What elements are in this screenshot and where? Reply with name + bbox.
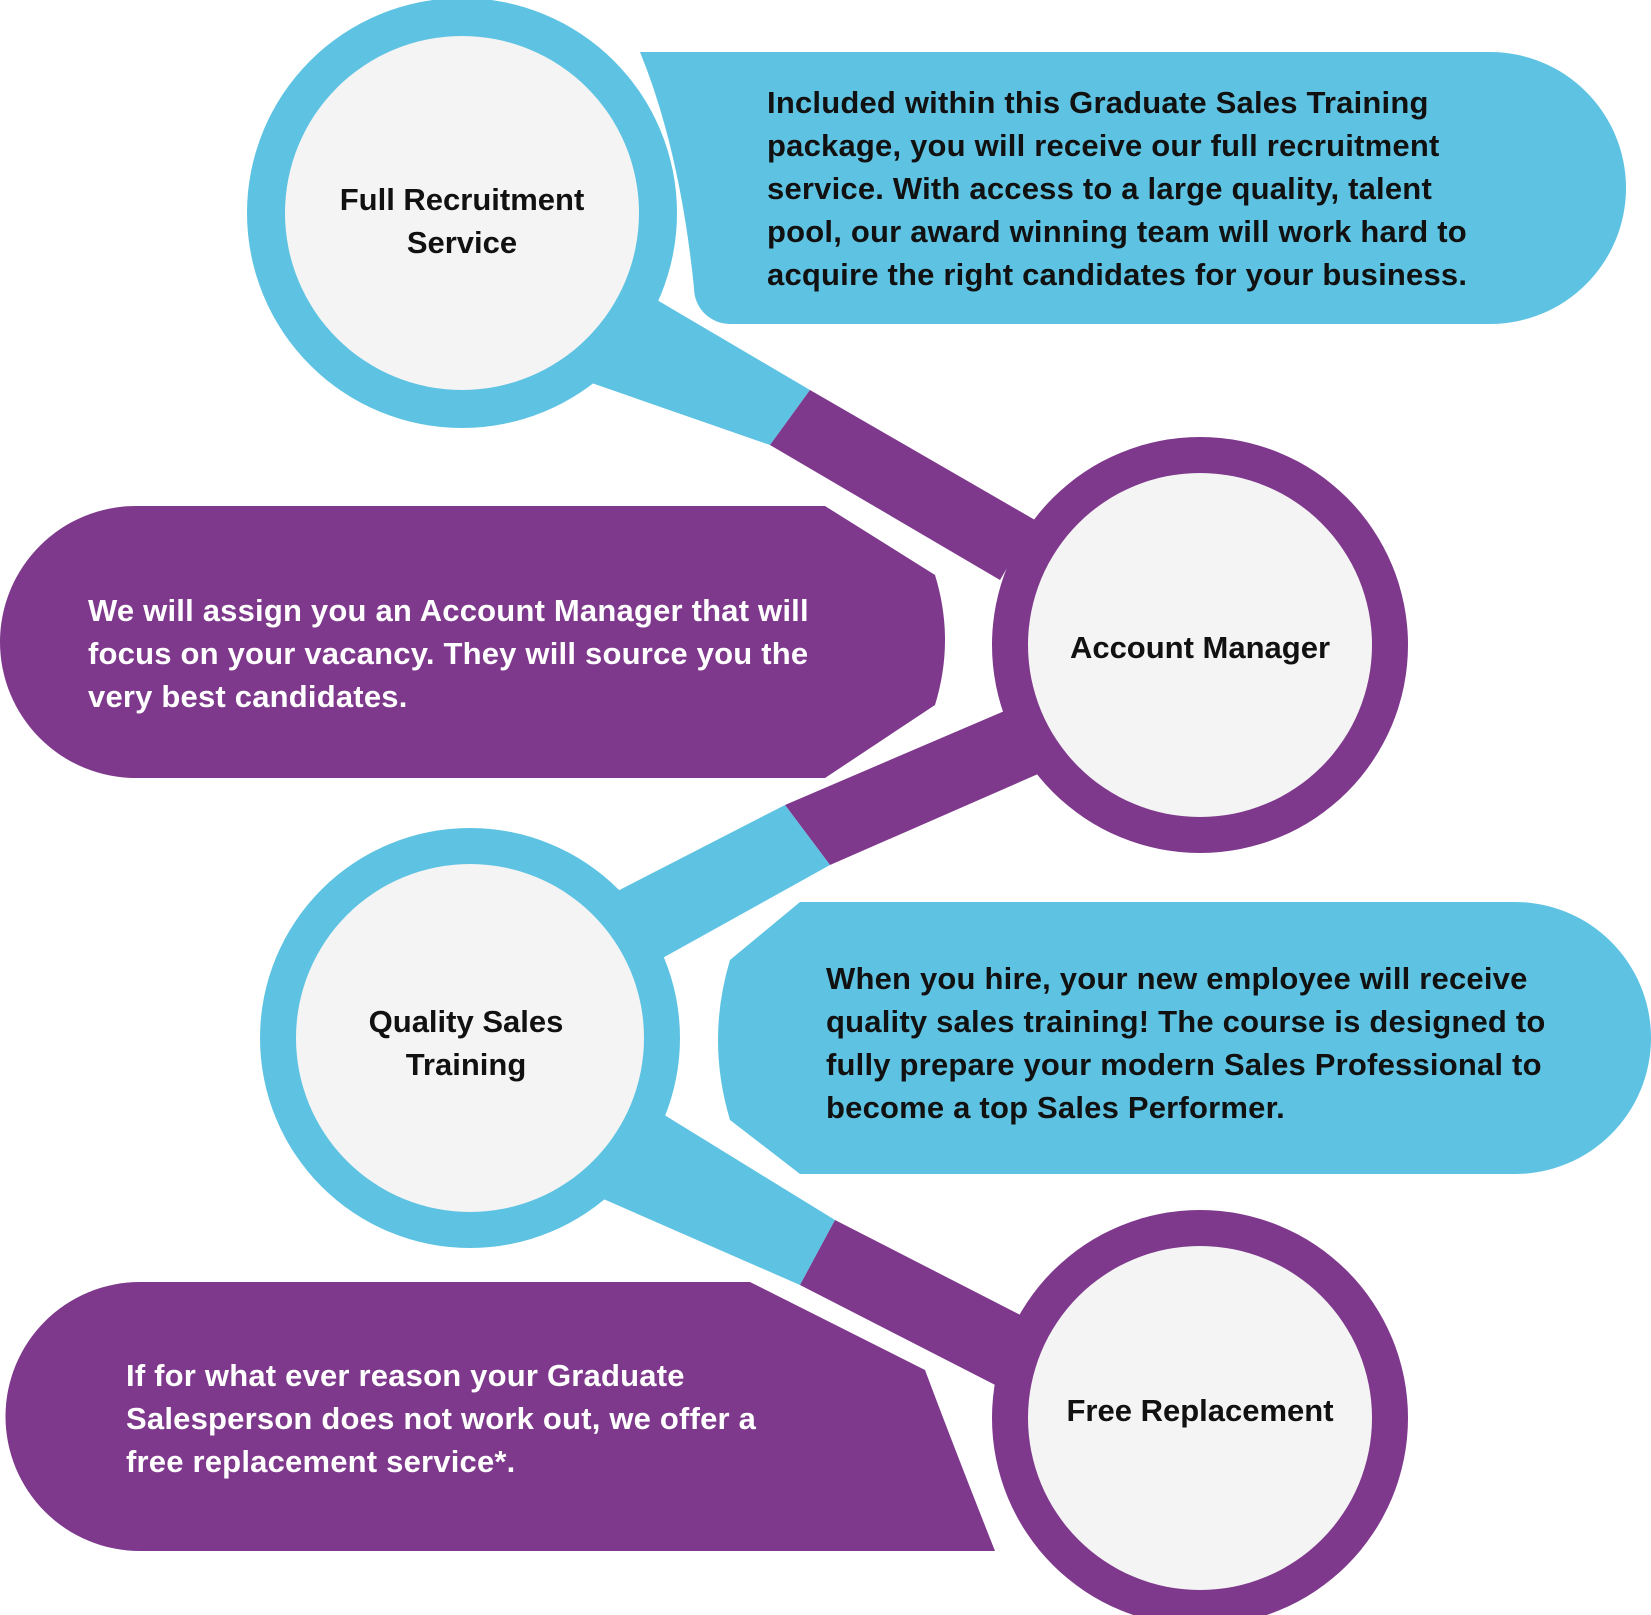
step-description-3: When you hire, your new employee will re… [826, 957, 1626, 1129]
description-3-line: quality sales training! The course is de… [826, 1004, 1546, 1039]
callout-bubble-2 [0, 506, 945, 778]
description-4-line: If for what ever reason your Graduate [126, 1358, 685, 1393]
description-1-line: service. With access to a large quality,… [767, 171, 1432, 206]
connector-2-purple [770, 390, 1035, 580]
step-title-1: Full Recruitment Service [292, 178, 632, 264]
step-title-3-line1: Quality Sales [368, 1004, 564, 1039]
description-1-line: acquire the right candidates for your bu… [767, 257, 1468, 292]
description-2-line: focus on your vacancy. They will source … [88, 636, 809, 671]
step-title-2-line1: Account Manager [1069, 630, 1331, 665]
step-title-4: Free Replacement [1030, 1389, 1370, 1432]
description-2-line: We will assign you an Account Manager th… [88, 593, 809, 628]
step-circle-4 [992, 1210, 1408, 1615]
description-1-line: pool, our award winning team will work h… [767, 214, 1467, 249]
description-2-line: very best candidates. [88, 679, 408, 714]
description-3-line: fully prepare your modern Sales Professi… [826, 1047, 1542, 1082]
step-circle-3 [260, 828, 680, 1248]
step-title-1-line1: Full Recruitment [339, 182, 585, 217]
step-title-4-line1: Free Replacement [1066, 1393, 1334, 1428]
step-description-2: We will assign you an Account Manager th… [88, 589, 908, 718]
description-3-line: When you hire, your new employee will re… [826, 961, 1528, 996]
connector-4-blue [600, 805, 830, 965]
callout-bubble-4 [5, 1282, 995, 1551]
step-title-1-line2: Service [406, 225, 518, 260]
step-description-1: Included within this Graduate Sales Trai… [767, 81, 1527, 296]
description-4-line: Salesperson does not work out, we offer … [126, 1401, 757, 1436]
callout-bubble-1 [640, 52, 1626, 324]
description-1-line: package, you will receive our full recru… [767, 128, 1440, 163]
step-description-4: If for what ever reason your Graduate Sa… [126, 1354, 886, 1483]
step-title-3-line2: Training [405, 1047, 527, 1082]
step-circle-1 [247, 0, 677, 428]
description-3-line: become a top Sales Performer. [826, 1090, 1285, 1125]
callout-bubble-3 [718, 902, 1651, 1174]
step-title-3: Quality Sales Training [296, 1000, 636, 1086]
connector-6-purple [800, 1220, 1040, 1390]
description-1-line: Included within this Graduate Sales Trai… [767, 85, 1429, 120]
step-title-2: Account Manager [1030, 626, 1370, 669]
step-circle-2 [992, 437, 1408, 853]
connector-3-purple [785, 700, 1070, 865]
description-4-line: free replacement service*. [126, 1444, 516, 1479]
